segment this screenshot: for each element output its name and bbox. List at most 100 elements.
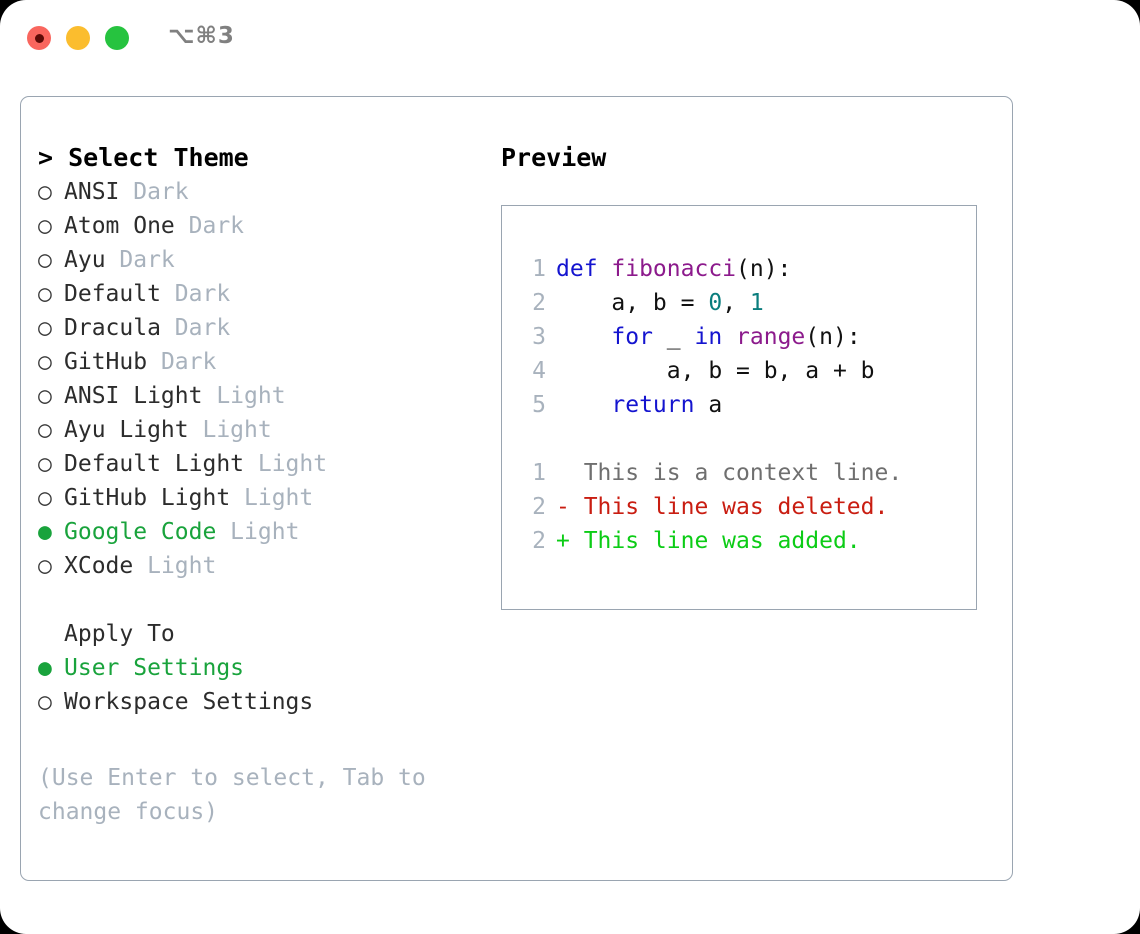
diff-text-add: + This line was added.	[556, 528, 861, 554]
minimize-window-icon[interactable]	[66, 26, 90, 50]
radio-unselected-icon: ○	[38, 213, 52, 239]
line-number: 5	[532, 392, 546, 418]
diff-text-ctx: This is a context line.	[556, 460, 903, 486]
theme-option-dracula[interactable]: ○ Dracula Dark	[38, 311, 478, 345]
radio-unselected-icon: ○	[38, 553, 52, 579]
close-window-icon[interactable]	[27, 26, 51, 50]
radio-unselected-icon: ○	[38, 247, 52, 273]
theme-list-header: > Select Theme	[38, 143, 249, 172]
code-token-txt: a, b =	[556, 290, 709, 316]
code-token-txt: a	[694, 392, 723, 418]
radio-unselected-icon: ○	[38, 383, 52, 409]
radio-unselected-icon: ○	[38, 179, 52, 205]
preview-code-box: 1 def fibonacci (n): 2 a, b = 0, 1 3 for _ i…	[501, 205, 977, 610]
code-sample: 1 def fibonacci (n): 2 a, b = 0, 1 3 for _ i…	[520, 252, 970, 422]
code-token-kw: in	[694, 324, 723, 350]
code-token-txt	[556, 392, 611, 418]
radio-selected-icon: ●	[38, 519, 52, 545]
theme-option-label: GitHub Light	[64, 485, 231, 511]
keyboard-shortcut-label: ⌥⌘3	[168, 23, 235, 49]
code-token-kw: return	[611, 392, 695, 418]
code-token-num: 1	[749, 290, 764, 316]
code-token-txt	[722, 324, 736, 350]
code-token-txt: ,	[722, 290, 750, 316]
apply-to-option-label: User Settings	[64, 655, 245, 681]
theme-option-label: GitHub	[64, 349, 148, 375]
line-number: 4	[532, 358, 546, 384]
theme-option-kind: Dark	[105, 247, 175, 273]
code-token-txt: _	[652, 324, 695, 350]
theme-option-github[interactable]: ○GitHub Dark	[38, 345, 478, 379]
radio-unselected-icon: ○	[38, 485, 52, 511]
line-number: 3	[532, 324, 546, 350]
diff-line: 2 - This line was deleted.	[520, 490, 970, 524]
theme-option-kind: Dark	[160, 281, 231, 307]
code-token-num: 0	[708, 290, 723, 316]
line-number: 2	[532, 494, 546, 520]
line-number: 1	[532, 256, 546, 282]
radio-unselected-icon: ○	[38, 689, 52, 715]
theme-option-default-light[interactable]: ○Default Light Light	[38, 447, 478, 481]
radio-unselected-icon: ○	[38, 281, 52, 307]
radio-unselected-icon: ○	[38, 451, 52, 477]
preview-title: Preview	[501, 143, 607, 172]
theme-option-ansi-light[interactable]: ○ANSI Light Light	[38, 379, 478, 413]
theme-option-label: Atom One	[64, 213, 175, 239]
theme-option-label: ANSI	[64, 179, 120, 205]
diff-line: 1 This is a context line.	[520, 456, 970, 490]
code-token-kw: for	[611, 324, 653, 350]
apply-to-option-label: Workspace Settings	[64, 689, 314, 715]
code-token-txt: a, b = b, a + b	[556, 358, 875, 384]
radio-unselected-icon: ○	[38, 349, 52, 375]
diff-line: 2 + This line was added.	[520, 524, 970, 558]
code-line: 5 return a	[520, 388, 970, 422]
line-number: 2	[532, 290, 546, 316]
apply-to-option-workspace-settings[interactable]: ○ Workspace Settings	[38, 685, 478, 719]
theme-option-label: XCode	[64, 553, 134, 579]
theme-option-atom-one[interactable]: ○ Atom One Dark	[38, 209, 478, 243]
code-line: 4 a, b = b, a + b	[520, 354, 970, 388]
title-bar: ⌥⌘3	[0, 0, 1140, 76]
theme-option-label: Dracula	[64, 315, 161, 341]
apply-to-header: Apply To	[64, 621, 175, 647]
code-token-fn: fibonacci	[611, 256, 737, 282]
theme-option-kind: Light	[188, 417, 272, 443]
theme-option-label: Google Code	[64, 519, 217, 545]
diff-text-del: - This line was deleted.	[556, 494, 889, 520]
theme-option-default[interactable]: ○Default Dark	[38, 277, 478, 311]
theme-option-github-light[interactable]: ○GitHub Light Light	[38, 481, 478, 515]
theme-option-xcode[interactable]: ○XCode Light	[38, 549, 478, 583]
theme-option-label: Ayu Light	[64, 417, 189, 443]
radio-unselected-icon: ○	[38, 315, 52, 341]
line-number: 2	[532, 528, 546, 554]
theme-option-ayu[interactable]: ○Ayu Dark	[38, 243, 478, 277]
code-token-punc: (n):	[805, 324, 861, 350]
theme-option-google-code[interactable]: ● Google Code Light	[38, 515, 478, 549]
theme-option-ayu-light[interactable]: ○ Ayu Light Light	[38, 413, 478, 447]
code-token-txt	[556, 324, 611, 350]
theme-option-ansi[interactable]: ○ ANSI Dark	[38, 175, 478, 209]
maximize-window-icon[interactable]	[105, 26, 129, 50]
code-token-fn: range	[736, 324, 806, 350]
diff-sample: 1 This is a context line. 2 - This line wa…	[520, 456, 970, 558]
theme-option-kind: Dark	[160, 315, 231, 341]
radio-selected-icon: ●	[38, 655, 52, 681]
code-token-kw: def	[556, 256, 612, 282]
code-diff-spacer	[520, 422, 970, 456]
apply-to-option-user-settings[interactable]: ● User Settings	[38, 651, 478, 685]
theme-option-kind: Light	[216, 519, 300, 545]
theme-option-kind: Light	[202, 383, 286, 409]
preview-code-body: 1 def fibonacci (n): 2 a, b = 0, 1 3 for _ i…	[520, 252, 970, 558]
code-line: 2 a, b = 0, 1	[520, 286, 970, 320]
theme-option-kind: Dark	[119, 179, 189, 205]
radio-unselected-icon: ○	[38, 417, 52, 443]
apply-to-option-list: ● User Settings ○ Workspace Settings	[38, 651, 478, 719]
list-spacer	[38, 583, 478, 617]
theme-option-label: Default Light	[64, 451, 245, 477]
preview-column: Preview 1 def fibonacci (n): 2 a, b = 0, 1 3…	[501, 141, 991, 610]
keyboard-hint-text: (Use Enter to select, Tab to change focu…	[38, 765, 440, 825]
line-number: 1	[532, 460, 546, 486]
theme-option-kind: Dark	[174, 213, 245, 239]
theme-selector-panel: > Select Theme ○ANSI Dark○Atom One Dark○…	[20, 96, 1013, 881]
